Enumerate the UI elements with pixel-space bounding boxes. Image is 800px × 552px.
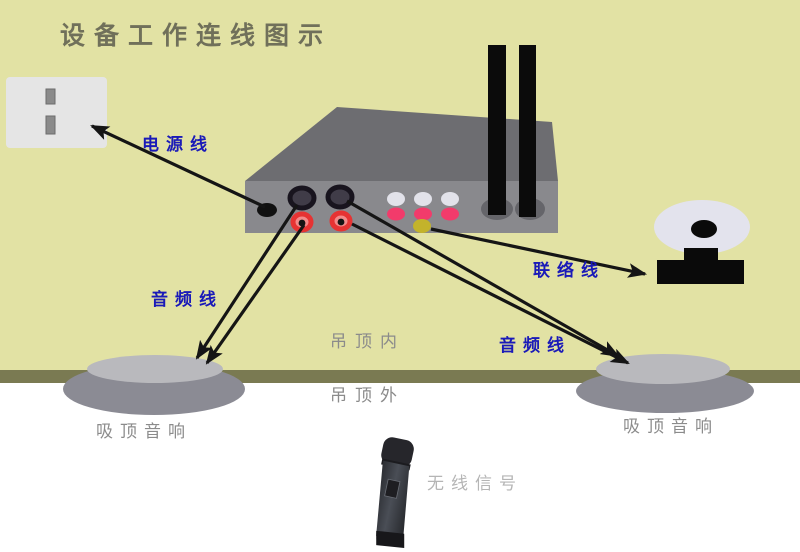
intercom-jack: [413, 219, 431, 233]
indicator-light: [414, 207, 432, 221]
mic-display: [384, 478, 401, 499]
label-power-cable: 电源线: [142, 135, 214, 155]
label-intercom-cable: 联络线: [533, 261, 605, 281]
audio-cable-arrow-right-1: [346, 199, 620, 358]
label-ceiling-speaker-right: 吸顶音响: [623, 417, 719, 437]
wireless-microphone-icon: [376, 437, 414, 549]
power-outlet-icon: [6, 77, 107, 148]
mic-output-jack: [325, 184, 355, 210]
indicator-light: [387, 192, 405, 206]
label-audio-cable-left: 音频线: [151, 290, 223, 310]
antenna-icon: [519, 45, 536, 217]
indicator-light: [387, 207, 405, 221]
connection-arrows: [90, 124, 648, 365]
label-ceiling-inside: 吊顶内: [330, 332, 405, 352]
label-ceiling-speaker-left: 吸顶音响: [96, 422, 192, 442]
mic-output-jack: [287, 185, 317, 211]
indicator-light: [441, 207, 459, 221]
page-title: 设备工作连线图示: [60, 21, 333, 50]
audio-cable-arrow-right-2: [351, 222, 630, 365]
antenna-icon: [488, 45, 506, 215]
power-cable-arrow: [90, 124, 266, 209]
audio-cable-arrow-left-1: [195, 204, 299, 360]
ceiling-speaker-left: [63, 355, 245, 415]
label-audio-cable-right: 音频线: [499, 336, 571, 356]
intercom-cable-arrow: [430, 227, 648, 278]
indicator-light: [441, 192, 459, 206]
label-wireless-signal: 无线信号: [427, 474, 523, 494]
indicator-light: [414, 192, 432, 206]
intercom-speaker-icon: [654, 200, 750, 284]
label-ceiling-outside: 吊顶外: [330, 386, 405, 406]
audio-cable-arrow-left-2: [205, 224, 306, 365]
